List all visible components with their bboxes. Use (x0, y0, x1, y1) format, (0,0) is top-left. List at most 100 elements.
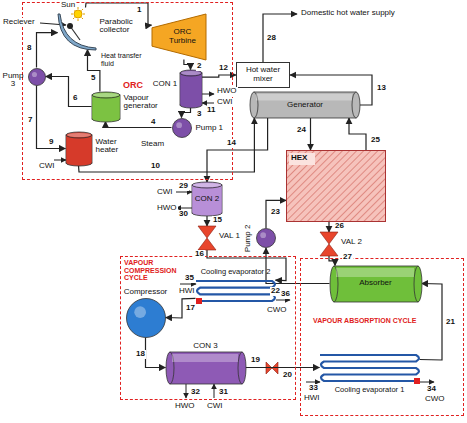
callout-number: 18 (135, 350, 146, 359)
pump: Pump 3 (28, 68, 46, 86)
stream-label: Heat transfer fluid (100, 52, 150, 67)
callout-number: 9 (48, 138, 54, 147)
connector (88, 50, 100, 92)
node-label: Parabolic collector (100, 18, 144, 36)
shape-part (67, 133, 91, 137)
expansion-valve: VAL 1 (198, 226, 216, 250)
shape-part (320, 232, 338, 244)
callout-number: 32 (190, 388, 201, 397)
callout-number: 29 (178, 182, 189, 191)
shape-part (180, 73, 202, 105)
shape-part (287, 151, 386, 222)
pump: Pump 1 (172, 118, 192, 138)
callout-number: 6 (72, 94, 78, 103)
connector (106, 122, 172, 128)
water-heater: Water heater (66, 132, 92, 166)
condenser: CON 3 (166, 352, 246, 384)
condenser-shape (180, 70, 202, 108)
illustration-part (54, 160, 66, 161)
compressor-shape (126, 298, 166, 338)
node-label: Pump 2 (244, 222, 253, 254)
expansion-valve-shape (320, 232, 338, 256)
compressor: Compressor (126, 298, 166, 338)
shape-part (92, 95, 119, 119)
illustration-part (180, 284, 196, 285)
node-label: Cooling evaporator 2 (192, 268, 280, 276)
node-label: Water heater (96, 138, 136, 156)
node-label: Cooling evaporator 1 (320, 386, 420, 394)
shape-part (181, 71, 201, 75)
node-label: HEX (291, 154, 321, 163)
illustration-part (276, 300, 290, 301)
callout-number: 33 (308, 384, 319, 393)
illustration-part (176, 192, 192, 193)
callout-number: 7 (27, 116, 33, 125)
shape-part (66, 132, 92, 138)
callout-number: 13 (376, 84, 387, 93)
node-label: Absorber (336, 279, 416, 288)
supply-line (263, 14, 297, 62)
callout-number: 11 (206, 106, 216, 115)
node-label: Pump 3 (0, 72, 27, 90)
callout-number: 31 (218, 388, 229, 397)
shape-part (260, 232, 266, 238)
shape-part (92, 92, 120, 98)
evaporator-coil-shape (196, 278, 276, 304)
shape-part (257, 229, 276, 248)
callout-number: 21 (445, 318, 456, 327)
shape-part (31, 71, 36, 76)
shape-part (172, 354, 238, 362)
shape-part (28, 68, 45, 85)
shape-part (256, 94, 352, 101)
stream-label: CWI (156, 188, 174, 197)
illustration-part (186, 384, 187, 398)
callout-number: 35 (184, 274, 195, 283)
callout-number: 15 (212, 216, 223, 225)
shape-part (414, 266, 422, 302)
shape-part (92, 95, 120, 119)
pump-shape (28, 68, 46, 86)
connector (46, 77, 92, 107)
callout-number: 23 (270, 208, 281, 217)
node-label: VAL 1 (219, 232, 245, 241)
connector (184, 60, 191, 70)
node-label: Pump 1 (196, 124, 226, 133)
stream-label: CWO (266, 306, 288, 315)
shape-part (254, 92, 356, 118)
illustration-part (176, 208, 192, 209)
shape-part (192, 185, 221, 213)
stream-label: Steam (140, 140, 165, 149)
condenser: CON 1 (180, 70, 202, 108)
shape-part (93, 93, 119, 97)
shape-part (192, 185, 222, 213)
pump: Pump 2 (256, 228, 276, 248)
stream-label: CWI (206, 402, 224, 411)
shape-part (193, 183, 221, 187)
shape-part (66, 135, 92, 163)
stream-label: HWO (174, 402, 196, 411)
shape-part (198, 226, 216, 238)
cycle-region: VAPOUR ABSORPTION CYCLEAbsorberCooling e… (300, 258, 464, 416)
illustration-part (74, 10, 82, 18)
stream-label: HWO (156, 204, 178, 213)
shape-part (134, 306, 146, 318)
stream-label: HWI (178, 287, 196, 296)
shape-part (237, 63, 290, 88)
callout-number: 36 (280, 290, 291, 299)
parabolic-collector-shape (58, 8, 98, 50)
callout-number: 1 (136, 6, 142, 15)
node-label: CON 2 (192, 195, 222, 204)
shape-part (170, 352, 242, 384)
node-label: Vapour generator (124, 94, 172, 112)
condenser: CON 2 (192, 182, 222, 216)
pump-shape (256, 228, 276, 248)
shape-part (320, 244, 338, 256)
connector (246, 367, 320, 368)
callout-number: 34 (426, 385, 437, 394)
connector (79, 118, 255, 172)
illustration-part (420, 382, 434, 383)
connector (166, 298, 196, 318)
node-label: Hot water mixer (238, 66, 288, 84)
callout-number: 2 (196, 62, 202, 71)
node-label: VAL 2 (341, 238, 367, 247)
